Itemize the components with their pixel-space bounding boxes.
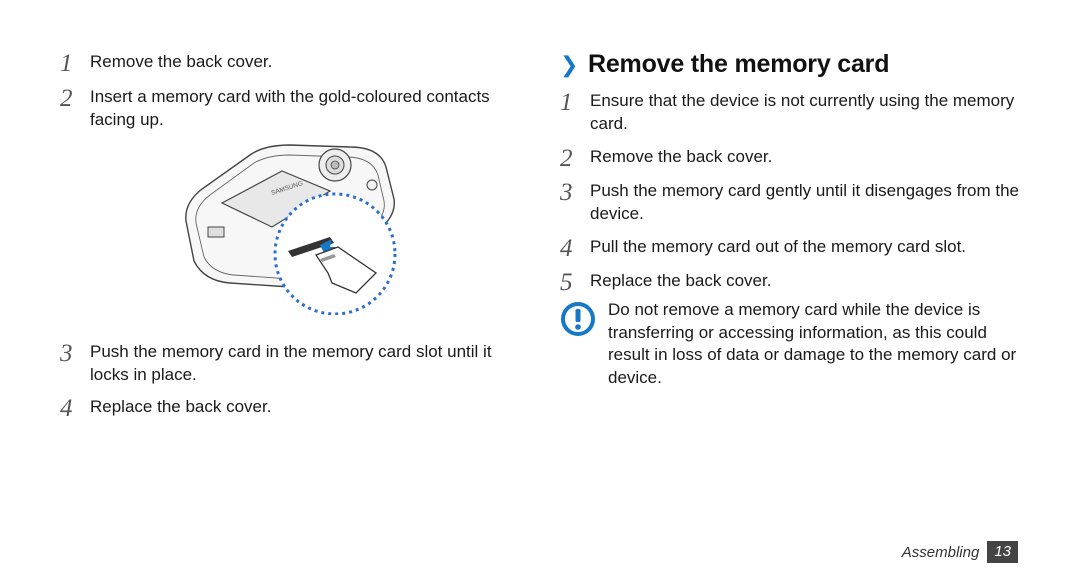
step-text: Push the memory card gently until it dis… — [590, 181, 1019, 223]
page-number: 13 — [987, 541, 1018, 563]
left-step-1: 1 Remove the back cover. — [60, 51, 520, 77]
step-number: 5 — [560, 269, 573, 296]
caution-icon — [560, 299, 608, 342]
step-number: 4 — [60, 395, 73, 422]
phone-back-memory-card-svg: SAMSUNG — [185, 144, 397, 316]
battery — [220, 170, 332, 228]
footer-section-name: Assembling — [901, 543, 980, 561]
left-step-2: 2 Insert a memory card with the gold-col… — [60, 86, 520, 131]
step-number: 1 — [60, 50, 73, 77]
step-text: Pull the memory card out of the memory c… — [590, 237, 967, 256]
side-connector — [207, 226, 225, 238]
step-text: Ensure that the device is not currently … — [590, 91, 1015, 133]
right-step-5: 5 Replace the back cover. — [560, 270, 1020, 296]
step-number: 1 — [560, 89, 573, 116]
camera-core — [330, 160, 340, 170]
left-step-3: 3 Push the memory card in the memory car… — [60, 341, 520, 386]
step-text: Remove the back cover. — [90, 52, 273, 71]
step-text: Replace the back cover. — [590, 271, 772, 290]
page-footer: Assembling 13 — [902, 541, 1018, 563]
section-heading: ❯ Remove the memory card — [560, 50, 889, 79]
step-text: Remove the back cover. — [590, 147, 773, 166]
step-text: Replace the back cover. — [90, 397, 272, 416]
step-number: 3 — [60, 340, 73, 367]
step-number: 4 — [560, 235, 573, 262]
phone-inner-edge — [195, 154, 385, 280]
step-number: 2 — [560, 145, 573, 172]
right-step-2: 2 Remove the back cover. — [560, 146, 1020, 172]
caution-text: Do not remove a memory card while the de… — [608, 300, 1017, 387]
left-step-4: 4 Replace the back cover. — [60, 396, 520, 422]
flash-icon — [366, 179, 378, 191]
step-number: 3 — [560, 179, 573, 206]
right-step-1: 1 Ensure that the device is not currentl… — [560, 90, 1020, 135]
chevron-right-icon: ❯ — [560, 51, 579, 77]
step-number: 2 — [60, 85, 73, 112]
caution-note: Do not remove a memory card while the de… — [560, 299, 1028, 389]
card-contacts — [320, 254, 336, 262]
right-step-4: 4 Pull the memory card out of the memory… — [560, 236, 1020, 262]
step-text: Insert a memory card with the gold-colou… — [90, 87, 490, 129]
right-step-3: 3 Push the memory card gently until it d… — [560, 180, 1020, 225]
section-title-text: Remove the memory card — [588, 50, 890, 78]
memory-card-slot — [288, 237, 334, 257]
step-text: Push the memory card in the memory card … — [90, 342, 492, 384]
memory-card-insert-illustration: SAMSUNG — [180, 133, 400, 316]
